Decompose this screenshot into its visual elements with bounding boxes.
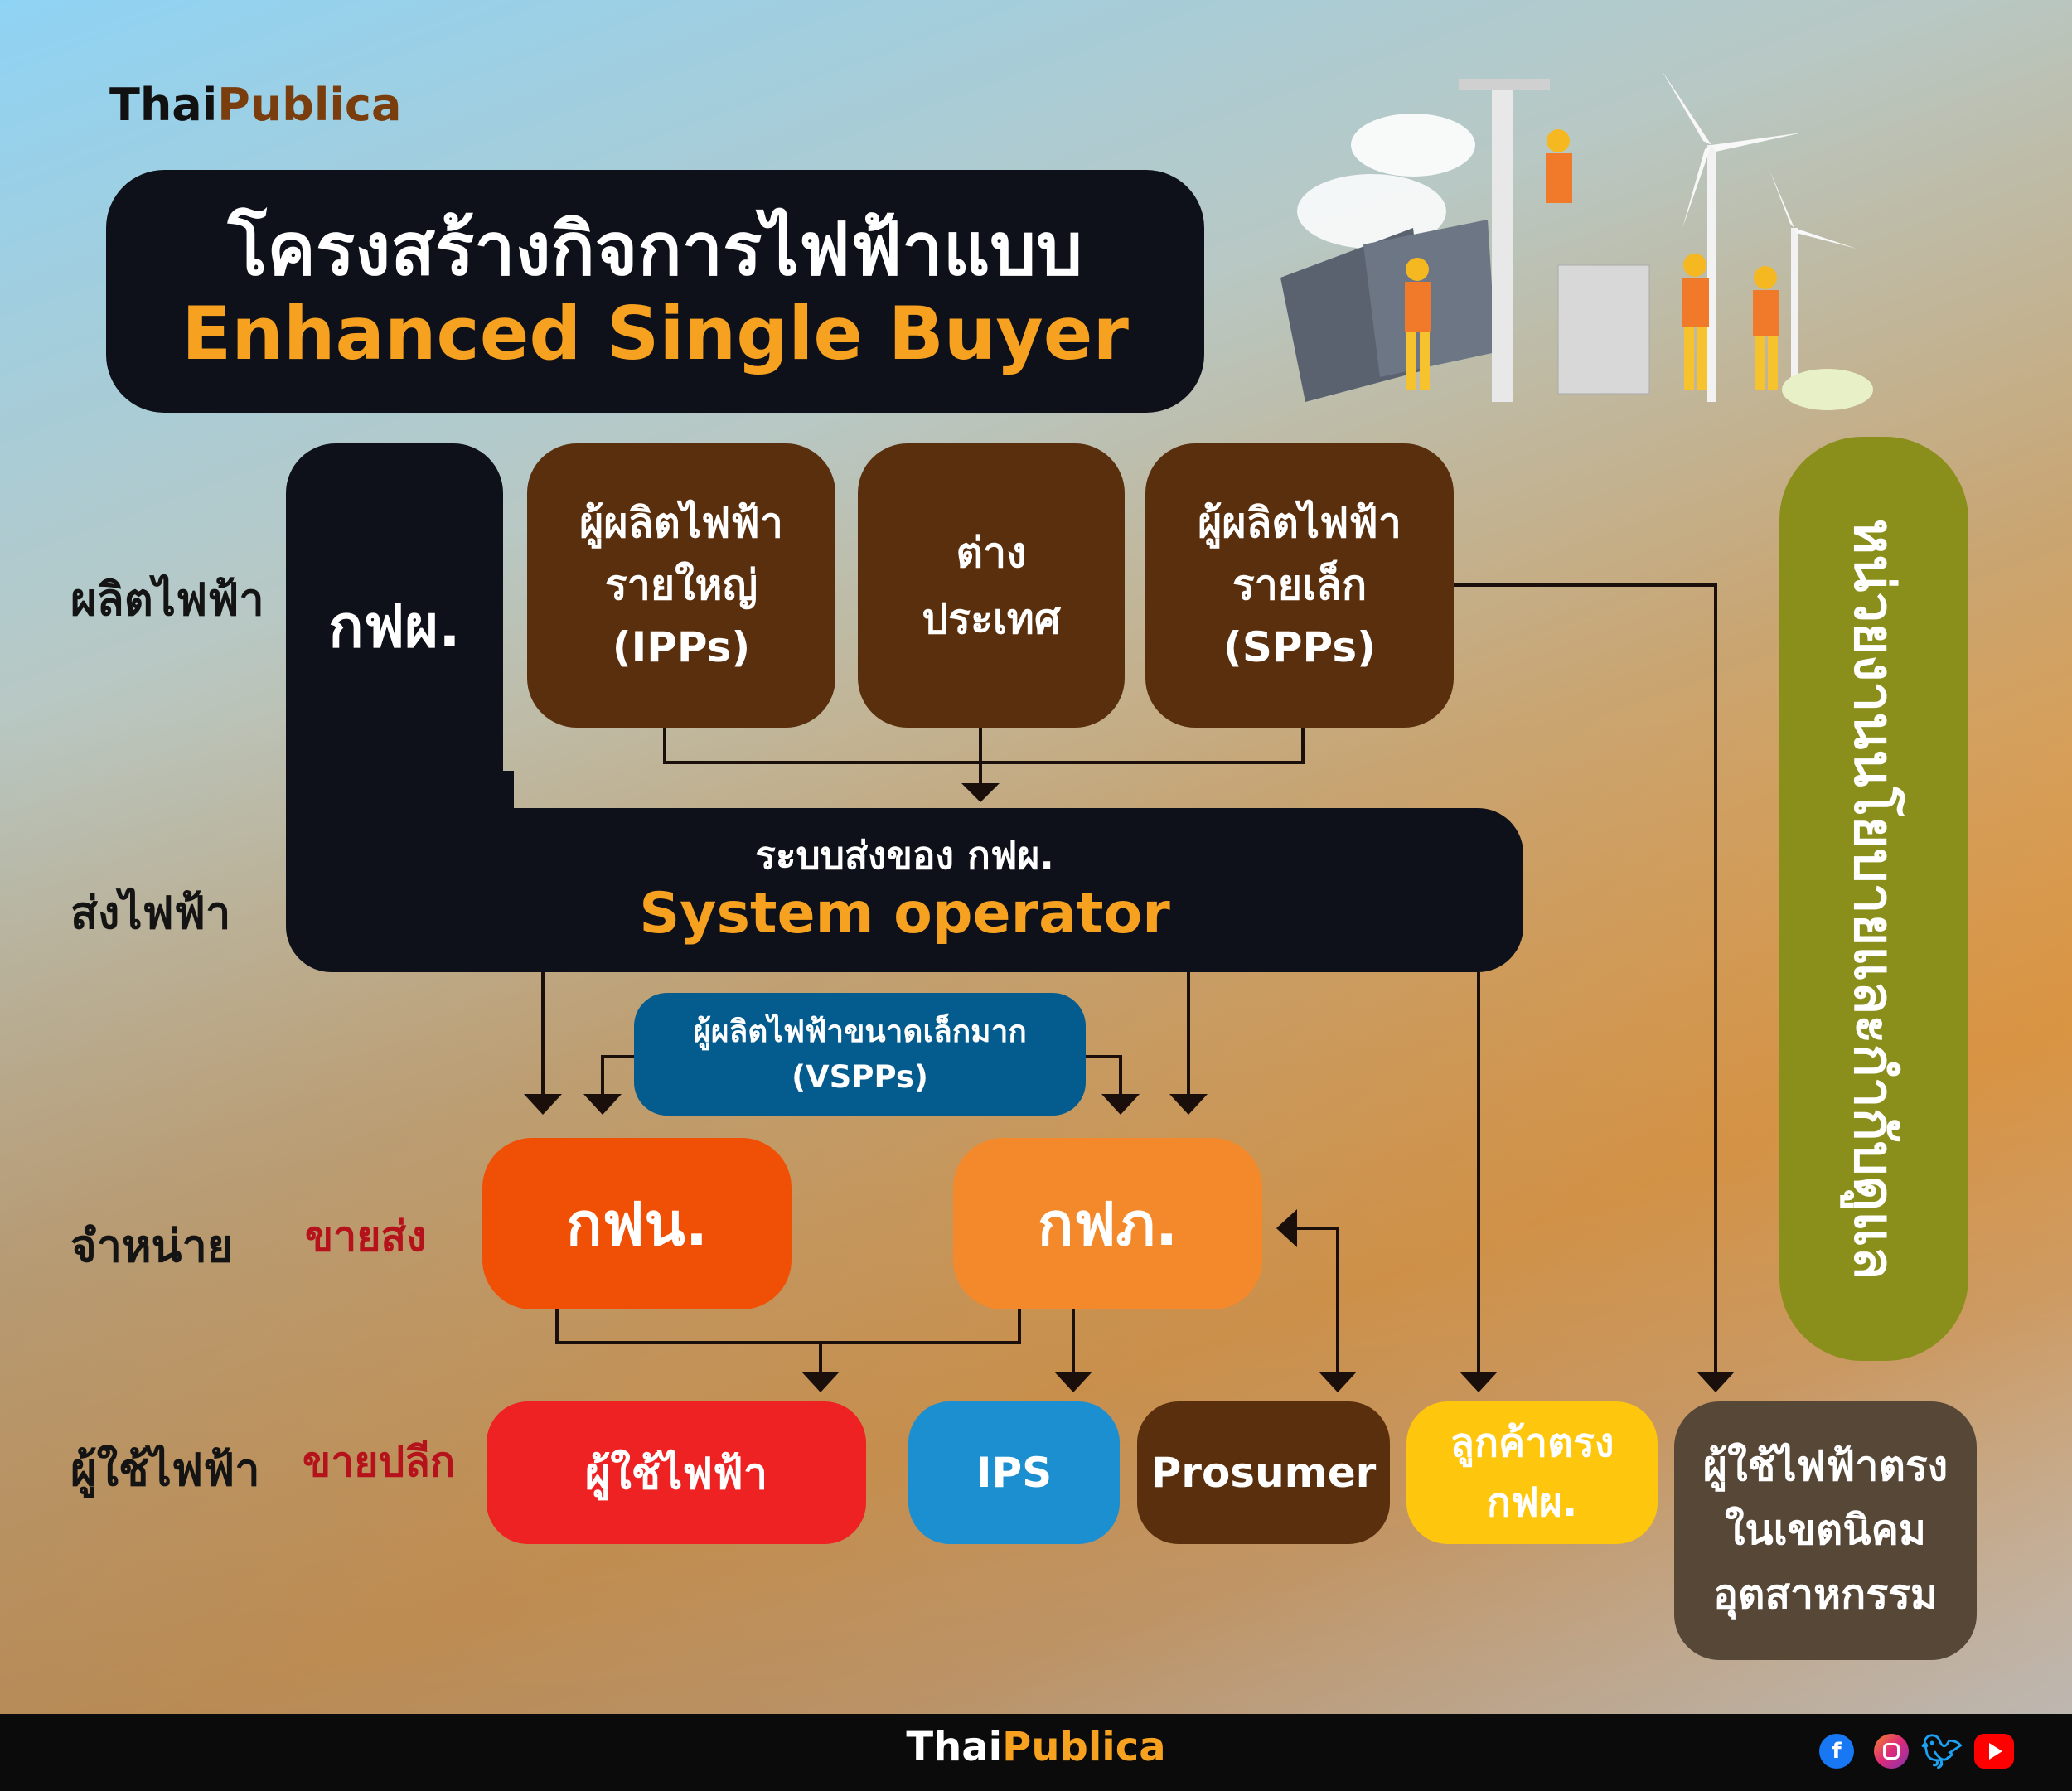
egat-label: กฟผ.: [328, 592, 461, 661]
ipp-box: ผู้ผลิตไฟฟ้า รายใหญ่ (IPPs): [527, 443, 835, 728]
spp-line-3: (SPPs): [1223, 623, 1376, 671]
sublabel-retail: ขายปลีก: [303, 1438, 456, 1486]
vspp-line-2: (VSPPs): [792, 1059, 928, 1095]
egat-direct-customer-box: ลูกค้าตรง กฟผ.: [1406, 1401, 1658, 1544]
footer-bar: [0, 1714, 2072, 1791]
ipp-line-1: ผู้ผลิตไฟฟ้า: [579, 499, 783, 547]
system-operator-box: ระบบส่งของ กฟผ. System operator: [286, 808, 1523, 972]
renewable-energy-illustration: [1280, 70, 1873, 410]
facebook-icon[interactable]: f: [1819, 1734, 1854, 1769]
regulator-box: หน่วยงานนโยบายและกำกับดูแล: [1779, 437, 1968, 1361]
industrial-estate-user-box: ผู้ใช้ไฟฟ้าตรง ในเขตนิคม อุตสาหกรรม: [1674, 1401, 1977, 1660]
footer-brand-logo: ThaiPublica: [0, 1724, 2072, 1770]
egat-direct-line-2: กฟผ.: [1486, 1479, 1578, 1526]
vspp-line-1: ผู้ผลิตไฟฟ้าขนาดเล็กมาก: [693, 1013, 1027, 1049]
sublabel-wholesale: ขายส่ง: [305, 1213, 427, 1261]
egat-direct-line-1: ลูกค้าตรง: [1450, 1420, 1615, 1466]
system-operator-line-1: ระบบส่งของ กฟผ.: [755, 833, 1054, 879]
prosumer-box: Prosumer: [1137, 1401, 1390, 1544]
row-label-transmission: ส่งไฟฟ้า: [70, 887, 231, 939]
spp-line-2: รายเล็ก: [1232, 561, 1368, 609]
foreign-line-1: ต่าง: [956, 528, 1027, 577]
ipp-line-3: (IPPs): [612, 623, 751, 671]
instagram-icon[interactable]: [1874, 1734, 1909, 1769]
row-label-generation: ผลิตไฟฟ้า: [70, 574, 264, 626]
industrial-line-2: ในเขตนิคม: [1725, 1506, 1926, 1555]
industrial-line-3: อุตสาหกรรม: [1713, 1570, 1938, 1619]
consumers-box: ผู้ใช้ไฟฟ้า: [487, 1401, 866, 1544]
industrial-line-1: ผู้ใช้ไฟฟ้าตรง: [1702, 1441, 1949, 1490]
system-operator-line-2: System operator: [639, 880, 1170, 946]
foreign-box: ต่าง ประเทศ: [858, 443, 1125, 728]
ipp-line-2: รายใหญ่: [604, 561, 758, 609]
footer-brand-publica: Publica: [1002, 1724, 1166, 1770]
brand-part-thai: Thai: [109, 79, 218, 131]
ips-box: IPS: [908, 1401, 1120, 1544]
mea-box: กฟน.: [482, 1138, 792, 1309]
twitter-icon[interactable]: 🐦︎: [1920, 1732, 1963, 1771]
brand-logo: ThaiPublica: [109, 79, 401, 131]
youtube-icon[interactable]: [1974, 1734, 2014, 1769]
foreign-line-2: ประเทศ: [922, 594, 1061, 643]
row-label-distribution: จำหน่าย: [70, 1220, 234, 1272]
title-line-1: โครงสร้างกิจการไฟฟ้าแบบ: [227, 206, 1083, 293]
title-line-2: Enhanced Single Buyer: [182, 290, 1129, 376]
title-box: โครงสร้างกิจการไฟฟ้าแบบ Enhanced Single …: [106, 170, 1204, 413]
brand-part-publica: Publica: [217, 79, 402, 131]
footer-brand-thai: Thai: [906, 1724, 1003, 1770]
spp-box: ผู้ผลิตไฟฟ้า รายเล็ก (SPPs): [1145, 443, 1454, 728]
egat-block-joint: [464, 771, 514, 820]
pea-box: กฟภ.: [953, 1138, 1262, 1309]
row-label-users: ผู้ใช้ไฟฟ้า: [70, 1444, 260, 1496]
vspp-box: ผู้ผลิตไฟฟ้าขนาดเล็กมาก (VSPPs): [634, 993, 1086, 1116]
spp-line-1: ผู้ผลิตไฟฟ้า: [1198, 499, 1402, 547]
